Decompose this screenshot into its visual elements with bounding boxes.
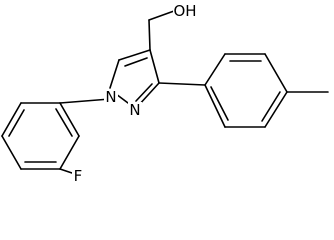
bond-fp-2 [1,102,22,137]
molecule-structure: N N OH F [1,2,329,185]
bond-c-f [59,168,73,174]
bond-n1-aryl [59,98,111,104]
bond-fp-5 [59,135,80,170]
atom-f-label: F [74,167,83,185]
bond-c4-ch2 [148,19,151,51]
bond-fp-inner-a [8,109,25,137]
pyrazole-ring [109,49,160,107]
bond-c3-n2-inner [135,83,153,102]
bond-n1-c5 [109,59,120,89]
bond-tol-6 [204,84,226,128]
bond-c4-c3 [149,49,160,84]
bond-fp-6 [59,102,80,137]
fluorophenyl-ring [1,98,111,174]
bond-tol-4 [264,91,288,128]
atom-n1-label: N [105,88,116,106]
bond-tol-inner-c [210,86,229,121]
bond-tol-inner-b [261,91,281,122]
bond-c5-c4-inner [124,57,148,67]
bond-c5-c4 [118,49,151,61]
bond-ch2-o [148,10,175,21]
atom-n2-label: N [129,101,140,119]
hydroxymethyl-group [148,10,175,51]
atom-labels: N N OH F [72,2,197,185]
atom-oh-label: OH [173,2,196,20]
bond-fp-inner-c [55,108,73,137]
bond-tol-3 [264,53,288,93]
bond-tol-1 [204,53,226,86]
tolyl-ring [158,53,329,128]
bond-fp-3 [1,135,22,170]
bond-c3-tolyl [158,82,206,86]
